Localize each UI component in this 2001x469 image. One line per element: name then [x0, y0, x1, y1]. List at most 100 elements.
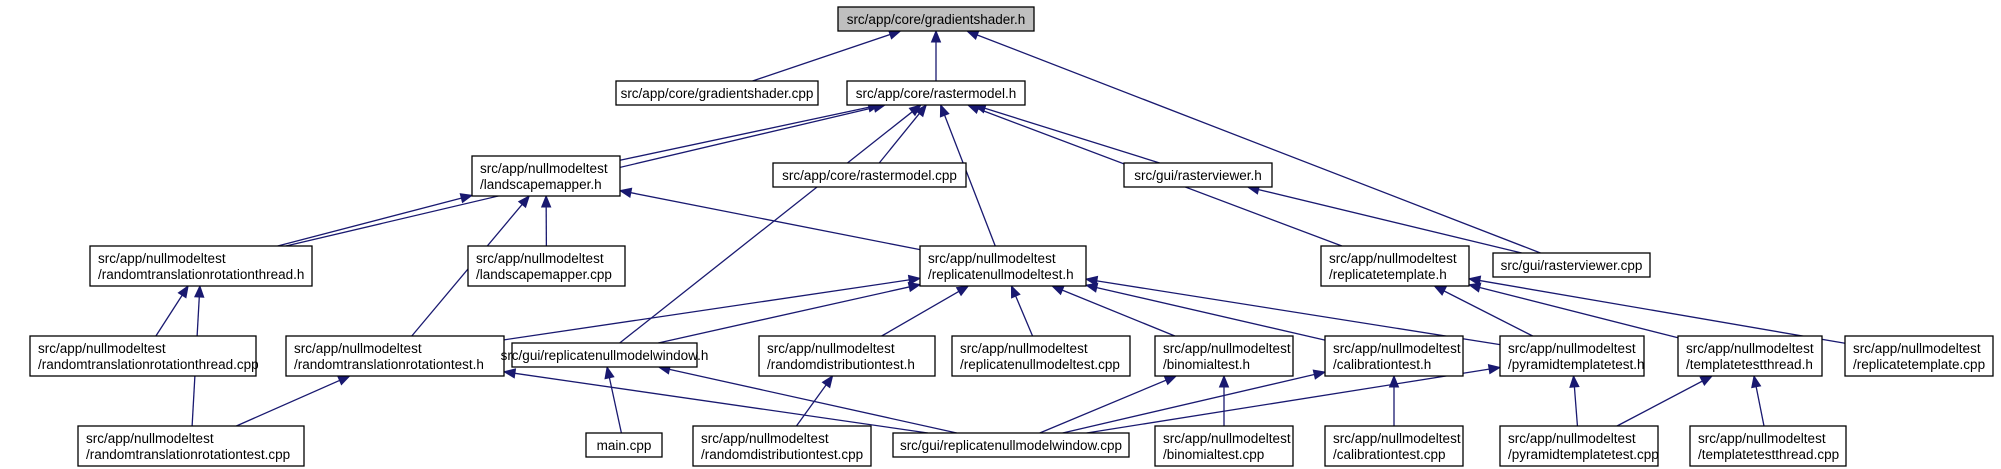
node-randomdistributiontest_cpp[interactable]: src/app/nullmodeltest/randomdistribution…	[692, 425, 872, 467]
node-label-line: src/app/nullmodeltest	[294, 341, 422, 356]
node-box[interactable]	[1154, 425, 1294, 467]
node-box[interactable]	[692, 425, 872, 467]
edge-rtr_test_h-to-landscapemapper_h	[411, 194, 531, 337]
node-templatetestthread_h[interactable]: src/app/nullmodeltest/templatetestthread…	[1677, 335, 1823, 377]
node-box[interactable]	[1492, 252, 1651, 278]
node-label-line: src/app/nullmodeltest	[1508, 341, 1636, 356]
edge-line	[984, 107, 1160, 164]
edge-arrowhead	[194, 284, 205, 298]
edge-landscapemapper_cpp-to-landscapemapper_h	[540, 194, 552, 247]
node-box[interactable]	[89, 245, 313, 287]
node-pyramidtemplatetest_h[interactable]: src/app/nullmodeltest/pyramidtemplatetes…	[1499, 335, 1645, 377]
edge-rastermodel_cpp-to-rastermodel_h	[878, 103, 928, 164]
node-box[interactable]	[285, 335, 505, 377]
edge-binomialtest_cpp-to-binomialtest_h	[1218, 374, 1230, 426]
node-label-line: src/app/nullmodeltest	[38, 341, 166, 356]
edge-arrowhead	[1312, 369, 1327, 380]
node-gradientshader_h[interactable]: src/app/core/gradientshader.h	[837, 6, 1035, 32]
node-box[interactable]	[1499, 335, 1645, 377]
node-box[interactable]	[772, 162, 967, 188]
edge-arrowhead	[965, 30, 980, 41]
edge-arrowhead	[1218, 374, 1230, 388]
edge-arrowhead	[1010, 284, 1021, 299]
node-box[interactable]	[615, 80, 819, 106]
node-box[interactable]	[1324, 335, 1464, 377]
node-replicatetemplate_h[interactable]: src/app/nullmodeltest/replicatetemplate.…	[1320, 245, 1470, 287]
node-label-line: /replicatenullmodeltest.h	[928, 267, 1074, 282]
node-label-line: src/app/nullmodeltest	[1333, 341, 1461, 356]
node-box[interactable]	[951, 335, 1131, 377]
edge-line	[878, 113, 920, 164]
node-gradientshader_cpp[interactable]: src/app/core/gradientshader.cpp	[615, 80, 819, 106]
node-box[interactable]	[511, 342, 698, 368]
node-box[interactable]	[29, 335, 257, 377]
node-replicatenullmodeltest_h[interactable]: src/app/nullmodeltest/replicatenullmodel…	[919, 245, 1087, 287]
node-replicatetemplate_cpp[interactable]: src/app/nullmodeltest/replicatetemplate.…	[1844, 335, 1994, 377]
node-rtr_thread_cpp[interactable]: src/app/nullmodeltest/randomtranslationr…	[29, 335, 259, 377]
edge-templatetestthread_cpp-to-templatetestthread_h	[1751, 374, 1765, 427]
node-rtr_thread_h[interactable]: src/app/nullmodeltest/randomtranslationr…	[89, 245, 313, 287]
node-box[interactable]	[467, 245, 626, 287]
node-label-line: src/app/nullmodeltest	[480, 161, 608, 176]
node-box[interactable]	[585, 432, 663, 458]
node-box[interactable]	[77, 425, 305, 467]
node-box[interactable]	[892, 432, 1130, 458]
edge-line	[669, 368, 957, 434]
edge-arrowhead	[907, 274, 922, 286]
node-landscapemapper_cpp[interactable]: src/app/nullmodeltest/landscapemapper.cp…	[467, 245, 626, 287]
node-rasterviewer_cpp[interactable]: src/gui/rasterviewer.cpp	[1492, 252, 1651, 278]
node-box[interactable]	[1844, 335, 1994, 377]
node-randomdistributiontest_h[interactable]: src/app/nullmodeltest/randomdistribution…	[758, 335, 936, 377]
node-label-line: src/app/nullmodeltest	[1698, 431, 1826, 446]
edge-calibrationtest_h-to-replicatenullmodeltest_h	[1084, 282, 1326, 341]
node-box[interactable]	[471, 155, 621, 197]
node-rastermodel_cpp[interactable]: src/app/core/rastermodel.cpp	[772, 162, 967, 188]
node-label-line: /pyramidtemplatetest.cpp	[1508, 447, 1659, 462]
node-box[interactable]	[1123, 162, 1273, 188]
node-replicatenullmodeltest_cpp[interactable]: src/app/nullmodeltest/replicatenullmodel…	[951, 335, 1131, 377]
node-landscapemapper_h[interactable]: src/app/nullmodeltest/landscapemapper.h	[471, 155, 621, 197]
node-rtr_test_cpp[interactable]: src/app/nullmodeltest/randomtranslationr…	[77, 425, 305, 467]
node-label-line: src/gui/replicatenullmodelwindow.cpp	[900, 438, 1122, 453]
edge-arrowhead	[939, 103, 950, 118]
node-box[interactable]	[1677, 335, 1823, 377]
node-rasterviewer_h[interactable]: src/gui/rasterviewer.h	[1123, 162, 1273, 188]
node-rastermodel_h[interactable]: src/app/core/rastermodel.h	[846, 80, 1026, 106]
node-replicatenullmodelwindow_cpp[interactable]: src/gui/replicatenullmodelwindow.cpp	[892, 432, 1130, 458]
node-box[interactable]	[846, 80, 1026, 106]
node-box[interactable]	[1499, 425, 1659, 467]
node-box[interactable]	[1689, 425, 1847, 467]
node-box[interactable]	[837, 6, 1035, 32]
edge-line	[1096, 280, 1501, 346]
edge-replicatenullmodelwindow_cpp-to-pyramidtemplatetest_h	[1086, 364, 1502, 434]
edge-line	[155, 294, 183, 337]
node-templatetestthread_cpp[interactable]: src/app/nullmodeltest/templatetestthread…	[1689, 425, 1847, 467]
node-binomialtest_h[interactable]: src/app/nullmodeltest/binomialtest.h	[1154, 335, 1294, 377]
node-main_cpp[interactable]: main.cpp	[585, 432, 663, 458]
node-label-line: /pyramidtemplatetest.h	[1508, 357, 1645, 372]
edge-arrowhead	[1699, 375, 1714, 386]
edge-line	[1096, 286, 1326, 341]
edge-arrowhead	[540, 194, 552, 208]
edge-arrowhead	[966, 104, 981, 114]
node-box[interactable]	[1154, 335, 1294, 377]
edge-line	[1062, 373, 1315, 434]
node-box[interactable]	[1320, 245, 1470, 287]
node-box[interactable]	[758, 335, 936, 377]
node-replicatenullmodelwindow_h[interactable]: src/gui/replicatenullmodelwindow.h	[501, 342, 709, 368]
edge-arrowhead	[1084, 275, 1099, 287]
node-label-line: src/app/nullmodeltest	[1508, 431, 1636, 446]
node-calibrationtest_cpp[interactable]: src/app/nullmodeltest/calibrationtest.cp…	[1324, 425, 1464, 467]
node-box[interactable]	[1324, 425, 1464, 467]
edge-line	[1015, 295, 1034, 337]
node-binomialtest_cpp[interactable]: src/app/nullmodeltest/binomialtest.cpp	[1154, 425, 1294, 467]
node-rtr_test_h[interactable]: src/app/nullmodeltest/randomtranslationr…	[285, 335, 505, 377]
node-label-line: src/gui/replicatenullmodelwindow.h	[501, 348, 709, 363]
node-label-line: src/app/nullmodeltest	[701, 431, 829, 446]
node-pyramidtemplatetest_cpp[interactable]: src/app/nullmodeltest/pyramidtemplatetes…	[1499, 425, 1659, 467]
node-label-line: src/app/nullmodeltest	[476, 251, 604, 266]
node-calibrationtest_h[interactable]: src/app/nullmodeltest/calibrationtest.h	[1324, 335, 1464, 377]
edge-rasterviewer_h-to-rastermodel_h	[973, 103, 1160, 164]
node-box[interactable]	[919, 245, 1087, 287]
